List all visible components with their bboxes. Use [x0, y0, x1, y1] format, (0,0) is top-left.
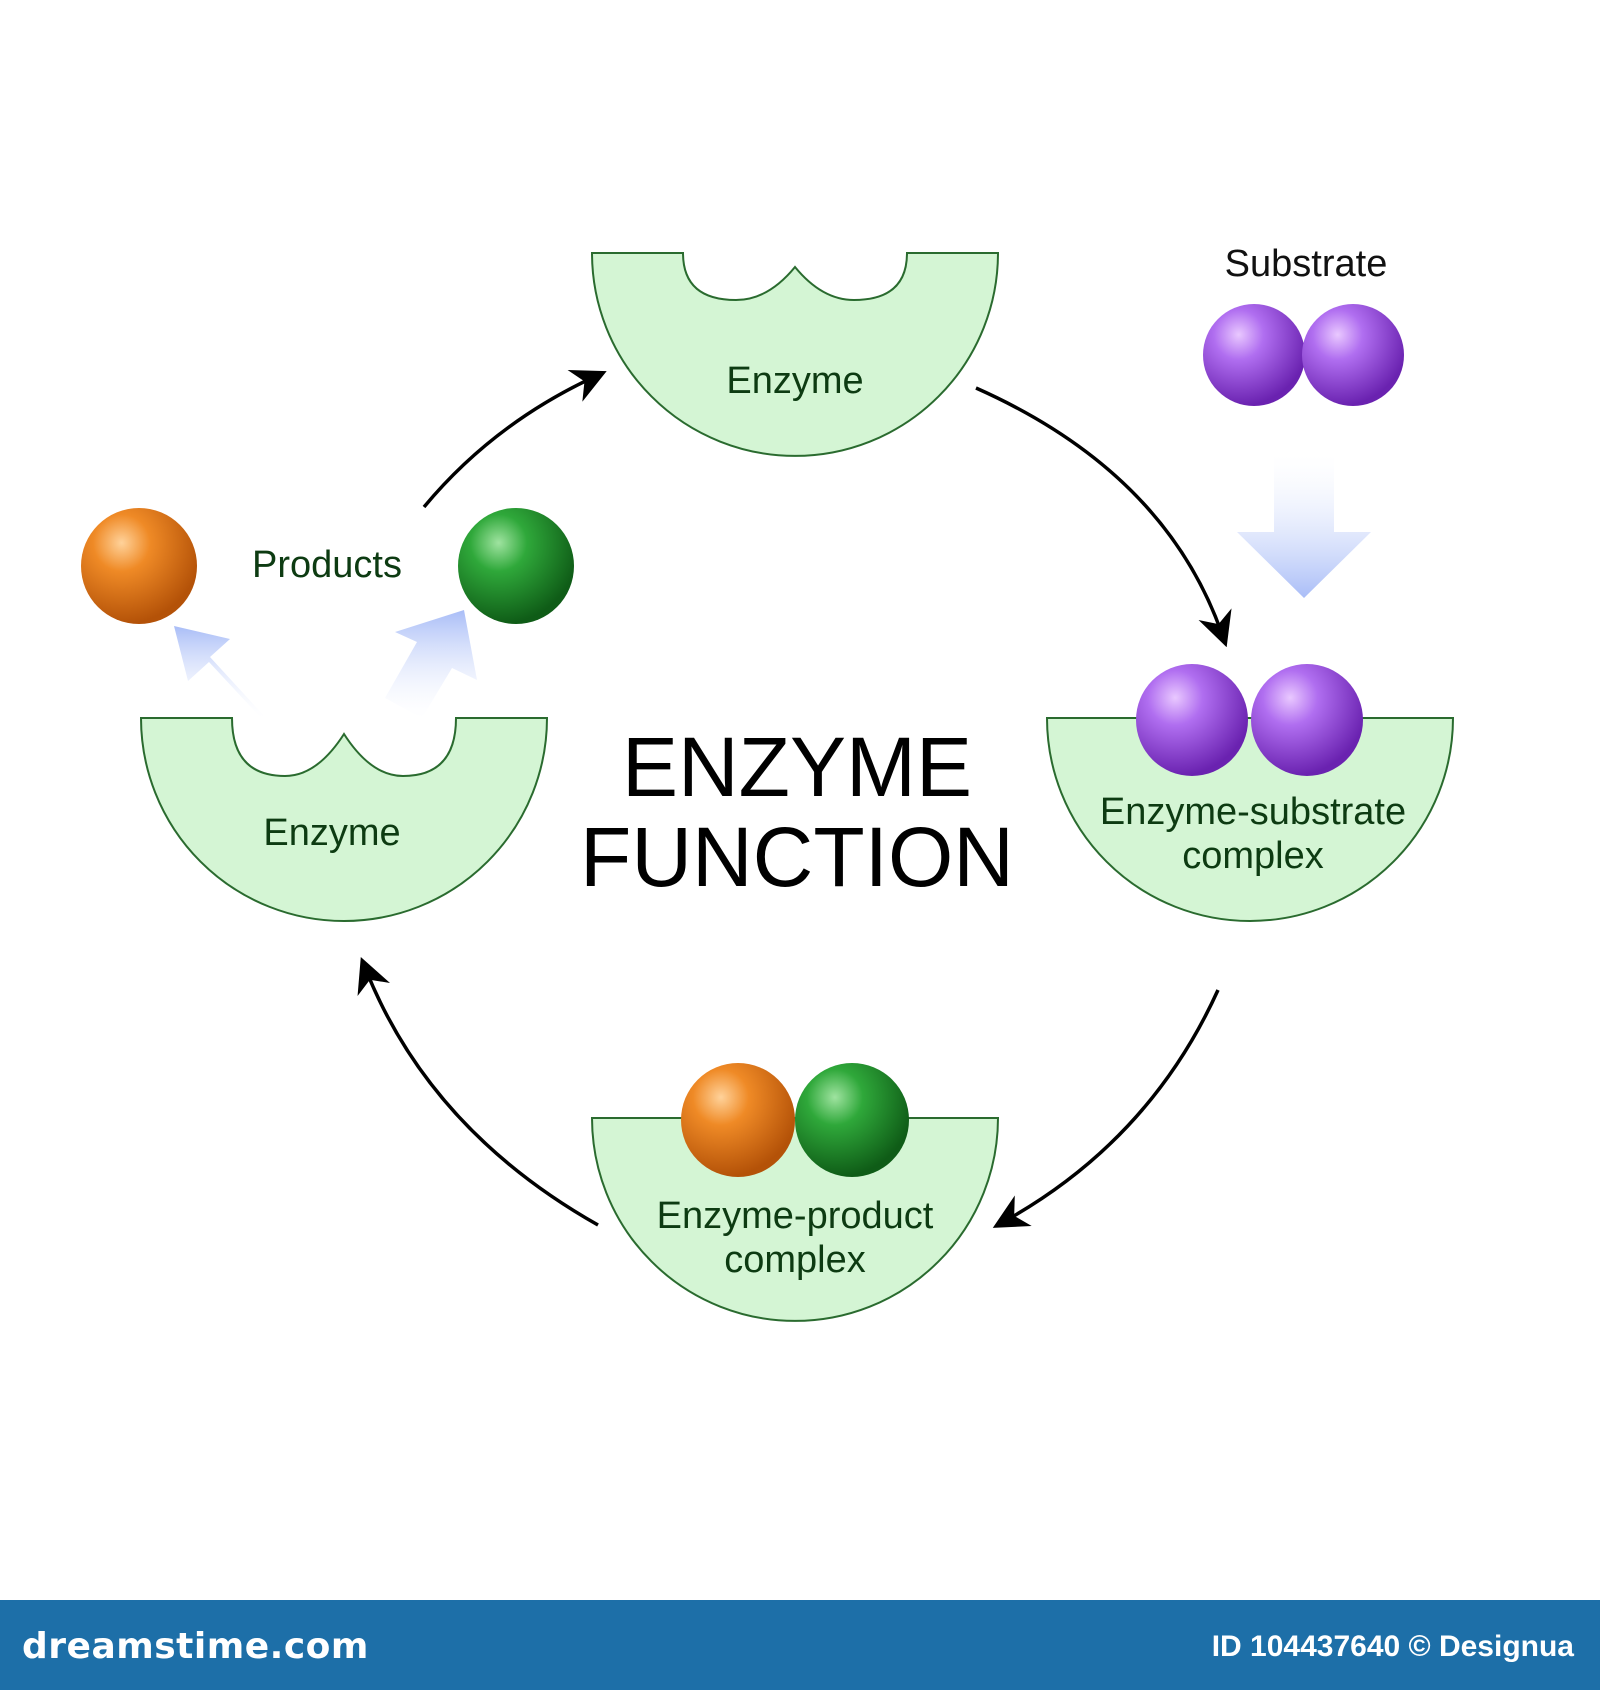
cycle-arrow-top-left [422, 369, 607, 509]
substrate-label: Substrate [1225, 243, 1388, 285]
cycle-arrow-bottom-left [357, 957, 599, 1227]
es-substrate-sphere-2 [1251, 664, 1363, 776]
ep-enzyme-shape [590, 1117, 1000, 1322]
title-line-2: FUNCTION [580, 810, 1014, 904]
cycle-arrow-top-right [975, 386, 1232, 648]
title-line-1: ENZYME [622, 720, 972, 814]
es-enzyme-shape [1045, 717, 1455, 922]
product-release-arrow-right [385, 610, 477, 718]
footer-brand[interactable]: dreamstime.com [22, 1626, 369, 1667]
products-label: Products [252, 544, 402, 586]
ep-product-sphere-orange [681, 1063, 795, 1177]
footer-credit: ID 104437640 © Designua [1211, 1630, 1574, 1663]
ep-complex-label-line2: complex [724, 1239, 866, 1281]
footer-bar: dreamstime.com ID 104437640 © Designua [0, 1600, 1600, 1690]
substrate-down-arrow [1237, 455, 1371, 598]
product-sphere-orange [81, 508, 197, 624]
enzyme-top: Enzyme [590, 252, 1000, 457]
enzyme-left: Enzyme [139, 717, 549, 922]
ep-complex-label-line1: Enzyme-product [657, 1195, 934, 1237]
substrate-sphere-1 [1203, 304, 1305, 406]
enzyme-substrate-complex: Enzyme-substrate complex [1045, 664, 1455, 922]
substrate-sphere-2 [1302, 304, 1404, 406]
enzyme-cycle-diagram: Enzyme Enzyme Enzyme-substrate complex E… [81, 243, 1455, 1322]
enzyme-product-complex: Enzyme-product complex [590, 1063, 1000, 1322]
cycle-arrow-bottom-right [992, 989, 1220, 1228]
products-group: Products [81, 508, 574, 718]
es-substrate-sphere-1 [1136, 664, 1248, 776]
ep-product-sphere-green [795, 1063, 909, 1177]
enzyme-top-shape [590, 252, 1000, 457]
es-complex-label-line2: complex [1182, 835, 1324, 877]
enzyme-top-label: Enzyme [726, 360, 863, 402]
substrate-group: Substrate [1203, 243, 1404, 598]
es-complex-label-line1: Enzyme-substrate [1100, 791, 1406, 833]
enzyme-left-shape [139, 717, 549, 922]
product-release-arrow-left [174, 626, 266, 718]
enzyme-left-label: Enzyme [263, 812, 400, 854]
product-sphere-green [458, 508, 574, 624]
